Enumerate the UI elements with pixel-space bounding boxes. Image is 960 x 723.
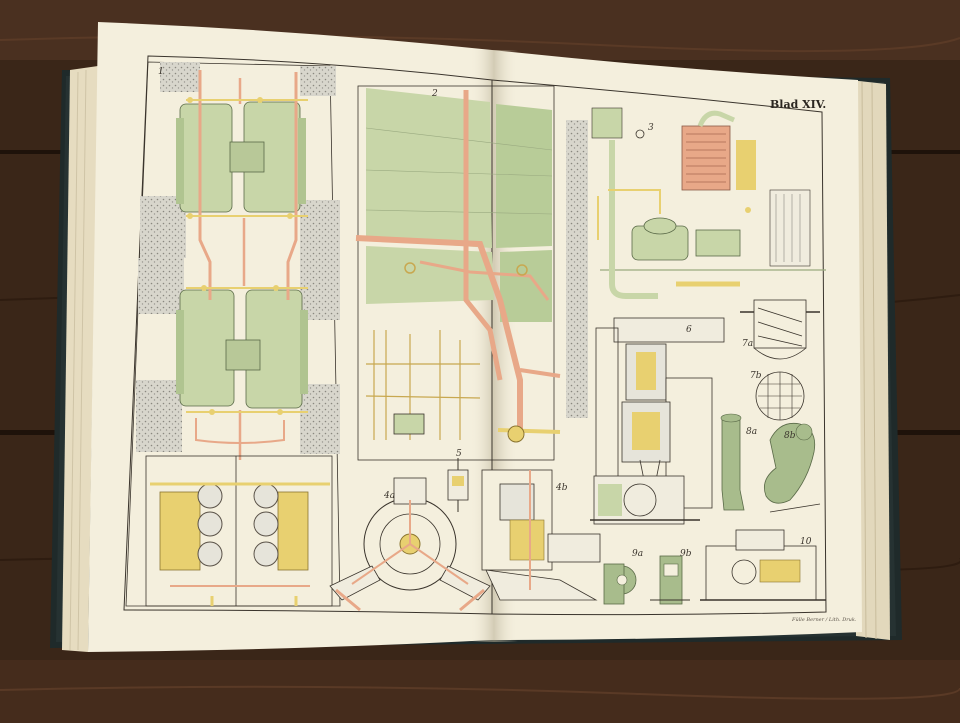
figure-8a-casting [720, 413, 745, 511]
figure-4a-radial-engine [329, 477, 491, 612]
figure-label-2: 2 [431, 89, 438, 99]
plate-title: Blad XIV. [770, 98, 826, 111]
figure-1-boiler-plan [125, 61, 341, 607]
figure-label-8a: 8a [746, 427, 757, 437]
figure-label-1: 1 [158, 67, 164, 77]
figure-label-10: 10 [800, 537, 812, 547]
figure-3-condenser [591, 107, 826, 299]
figure-4b-engine-section [481, 469, 601, 601]
figure-label-9a: 9a [632, 549, 643, 559]
figure-label-6: 6 [686, 325, 692, 335]
figure-5-valve [447, 458, 469, 512]
figure-7b-section [755, 371, 805, 421]
figure-6-engine-elevation [590, 317, 725, 525]
figure-8b-elbow [763, 422, 821, 513]
figure-label-3: 3 [648, 123, 654, 133]
figure-label-7a: 7a [742, 339, 753, 349]
figure-label-4b: 4b [555, 483, 568, 493]
figure-2-piping-plan [355, 85, 588, 461]
figure-9b-pump [650, 555, 690, 605]
figure-label-7b: 7b [750, 371, 762, 381]
figure-10-engine-side [700, 529, 826, 601]
plate-imprint: Fülle Berner / Lith. Druk. [791, 617, 857, 623]
figure-label-9b: 9b [680, 549, 692, 559]
plate-border [123, 55, 827, 616]
figure-label-8b: 8b [784, 431, 796, 441]
figure-label-5: 5 [456, 449, 462, 459]
figure-label-4a: 4a [383, 491, 395, 501]
figure-7a-heater [740, 299, 820, 360]
figure-9a-pump [603, 563, 637, 605]
